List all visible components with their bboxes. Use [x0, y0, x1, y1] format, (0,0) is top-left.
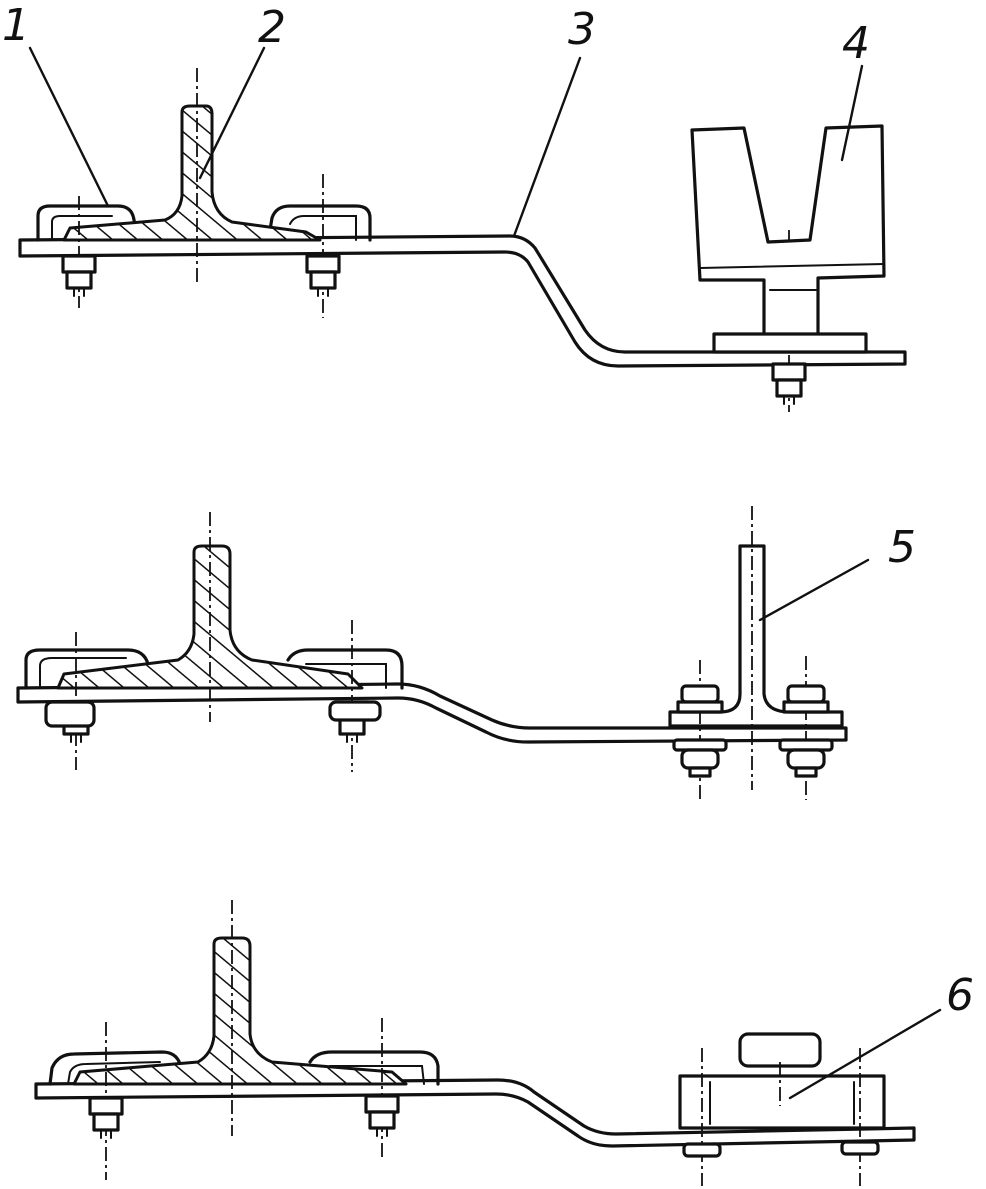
rail-2: [62, 104, 322, 242]
clip-1: [36, 204, 138, 242]
plate-b: [16, 682, 848, 744]
v-block-base: [712, 332, 868, 354]
assembly-b: [16, 506, 848, 800]
callout-2: 2: [258, 2, 286, 53]
assembly-a: [18, 68, 907, 412]
plate-a: [18, 234, 907, 368]
callout-6: 6: [946, 970, 974, 1021]
clip-left-c: [48, 1050, 182, 1086]
callout-5: 5: [888, 522, 916, 573]
callout-1: 1: [2, 0, 30, 51]
callouts: 1 2 3 4 5 6: [2, 0, 974, 1100]
rail-c: [72, 936, 408, 1086]
assembly-c: [34, 900, 916, 1186]
v-block-4: [690, 124, 886, 338]
pad-6-cap: [738, 1032, 822, 1068]
clip-left-b: [24, 648, 150, 690]
callout-4: 4: [842, 18, 870, 69]
callout-3: 3: [568, 4, 596, 55]
angle-5: [668, 544, 844, 728]
pad-6: [678, 1074, 886, 1130]
clip-right-b: [286, 648, 404, 690]
plate-c: [34, 1078, 916, 1148]
clip-right-c: [308, 1050, 440, 1086]
